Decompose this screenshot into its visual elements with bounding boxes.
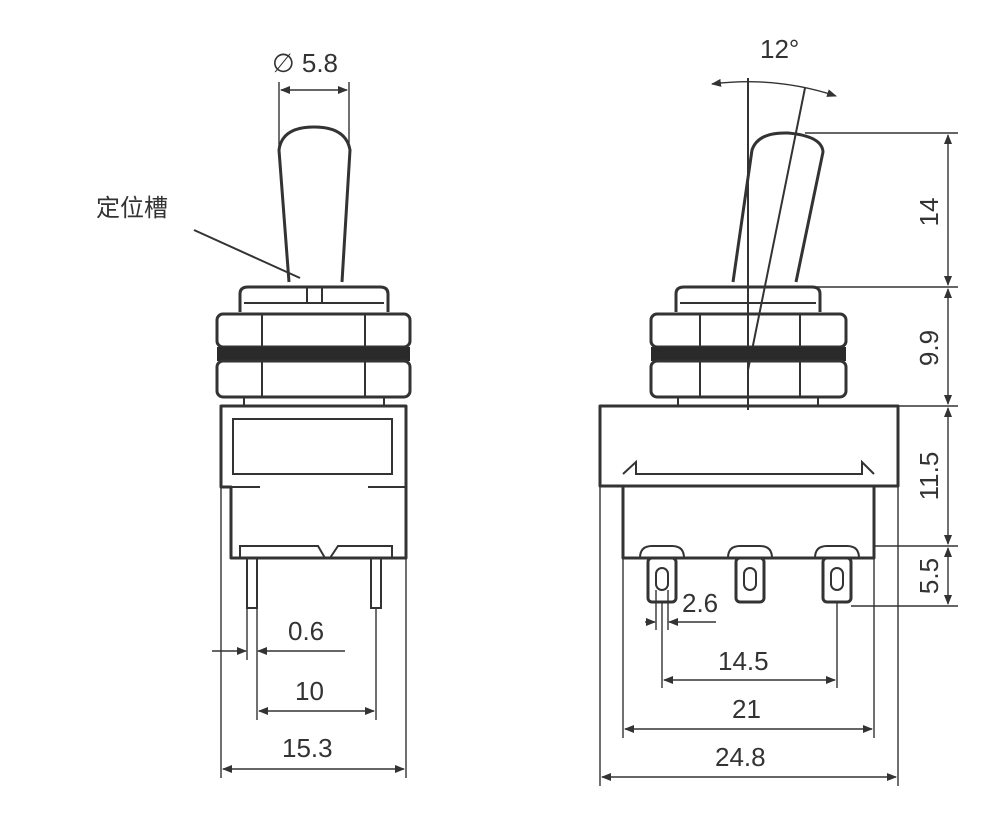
side-body-lower — [621, 486, 876, 560]
side-lever — [731, 131, 825, 283]
side-terminal-1 — [646, 556, 678, 604]
hole-label: 2.6 — [682, 588, 718, 618]
front-lever — [277, 125, 352, 283]
front-body — [219, 404, 408, 560]
dia-label: ∅ 5.8 — [272, 48, 338, 78]
front-view — [193, 82, 412, 778]
inner-width-label: 21 — [732, 694, 761, 724]
pitch-side-label: 14.5 — [718, 646, 769, 676]
pitch-front-label: 10 — [295, 676, 324, 706]
side-cap — [674, 285, 822, 312]
side-terminal-2 — [734, 556, 766, 604]
front-pin-left — [246, 557, 258, 609]
front-nut-lower — [215, 359, 412, 399]
slot-leader-line — [193, 229, 301, 279]
side-body-top — [598, 404, 900, 488]
outer-width-label: 24.8 — [715, 742, 766, 772]
width-front-label: 15.3 — [282, 733, 333, 763]
front-slot — [306, 287, 323, 303]
front-pin-right — [370, 557, 382, 609]
h-body-label: 11.5 — [914, 452, 944, 501]
h-lever-label: 14 — [914, 198, 944, 227]
slot-note-label: 定位槽 — [96, 194, 168, 222]
tilt-label: 12° — [760, 34, 799, 64]
front-cap — [238, 285, 390, 312]
h-bushing-label: 9.9 — [914, 330, 944, 366]
side-terminal-3 — [821, 556, 853, 604]
front-nut-upper — [215, 312, 412, 349]
tilt-arc — [711, 78, 837, 97]
lead-width-label: 0.6 — [288, 616, 324, 646]
side-washer — [651, 347, 846, 361]
front-washer — [217, 347, 410, 361]
h-terminal-label: 5.5 — [914, 558, 944, 594]
side-view — [598, 78, 958, 786]
